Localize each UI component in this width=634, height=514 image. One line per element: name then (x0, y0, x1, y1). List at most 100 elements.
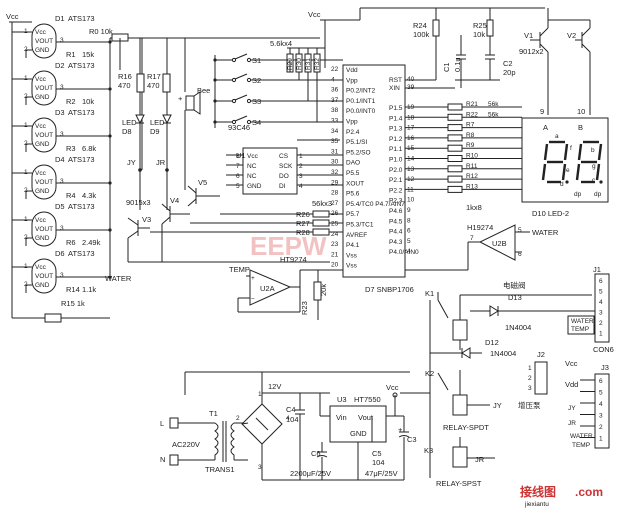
t1-label: T1 (209, 409, 218, 418)
mcu-left-pin-num: 20 (331, 262, 339, 269)
sensor-pin-label: Vcc (35, 123, 47, 130)
c6-label: C6 (311, 449, 321, 458)
sensor-ref: D6 (55, 249, 65, 258)
sensor-res-value: 1.1k (82, 285, 96, 294)
bridge-pin3: 3 (258, 464, 262, 471)
j1-pin: 4 (599, 299, 603, 306)
d8-label: D8 (122, 127, 132, 136)
u1-right-pin: CS (279, 153, 289, 160)
j1-pin: 2 (599, 320, 603, 327)
mcu-left-pin-num: 28 (331, 190, 339, 197)
mcu-right-pin: P4.4 (389, 229, 403, 236)
sensor-part: ATS173 (68, 249, 95, 258)
sensor-body (31, 23, 57, 59)
sensor-pin-label: GND (35, 47, 50, 54)
sensor-body (31, 258, 57, 294)
mcu-right-pin: P2.1 (389, 177, 403, 184)
c4-label: C4 (286, 405, 296, 414)
c6-value: 2200μF/25V (290, 469, 331, 478)
sensor-part: ATS173 (68, 61, 95, 70)
mcu-left-pin-num: 35 (331, 138, 339, 145)
mcu-left-pin-num: 31 (331, 148, 339, 155)
r17-value: 470 (147, 81, 160, 90)
u3-vout: Vout (358, 413, 374, 422)
r24-label: R24 (413, 21, 427, 30)
j1-pin: 5 (599, 289, 603, 296)
mcu-right-pin: P1.5 (389, 105, 403, 112)
u1-left-pin: NC (247, 163, 257, 170)
u1-right-pin: DI (279, 183, 286, 190)
mcu-left-pin: P0.0/INT0 (346, 108, 376, 115)
sensor-body (31, 164, 57, 200)
water-label-left: WATER (105, 274, 132, 283)
mcu-left-pin: DAO (346, 160, 360, 167)
trans1-label: TRANS1 (205, 465, 235, 474)
sensor-res-value: 4.3k (82, 191, 96, 200)
u1-right-pin-num: 4 (299, 183, 303, 190)
mcu-right-pin-num: 4 (407, 248, 411, 255)
mcu-left-pin-num: 32 (331, 169, 339, 176)
mcu-left-pin-num: 21 (331, 251, 339, 258)
c5-value: 104 (372, 458, 385, 467)
sensor-part: ATS173 (68, 202, 95, 211)
u3-label: U3 (337, 395, 347, 404)
sensor-part: ATS173 (68, 108, 95, 117)
sensor-pin-label: GND (35, 94, 50, 101)
relay2-label: RELAY-SPST (436, 479, 482, 488)
mcu-left-pin-num: 25 (331, 221, 339, 228)
seg-letter: f (570, 145, 572, 152)
water-label-right: WATER (532, 228, 559, 237)
r24-value: 100k (413, 30, 430, 39)
v12-label: 12V (268, 382, 281, 391)
jr2-label: JR (475, 455, 485, 464)
sensor-pin-label: VOUT (35, 273, 53, 280)
mcu-right-pin: P2.2 (389, 187, 403, 194)
led-driver-section: R16 470 R17 470 LED D8 LED D9 JY JR Bee … (118, 37, 330, 263)
j1-label: J1 (593, 265, 601, 274)
bridge-pin4: 4 (286, 415, 290, 422)
sensor-ref: D3 (55, 108, 65, 117)
mcu-left-pin: Vss (346, 263, 358, 270)
v5-label: V5 (198, 178, 207, 187)
sensor-ref: D2 (55, 61, 65, 70)
valve-label: 电磁阀 (503, 280, 526, 290)
u2b-label: U2B (492, 239, 507, 248)
svg-text:+: + (178, 94, 183, 103)
rnet-5k6: 5.6kx4 (270, 39, 292, 48)
mcu-d7: Vcc Vdd22Vpp4P0.2/INT236P0.1/INT137P0.0/… (308, 7, 545, 294)
v2-label: V2 (567, 31, 576, 40)
c3-value: 47μF/25V (365, 469, 398, 478)
u1-name-label: 93C46 (228, 123, 250, 132)
c4-value: 104 (286, 415, 299, 424)
seg-res-label: R8 (466, 132, 475, 139)
rnet-label: R30 (296, 58, 303, 70)
vcc-label-left: Vcc (6, 12, 19, 21)
mcu-right-pin-num: 6 (407, 228, 411, 235)
v1-label: V1 (524, 31, 533, 40)
u1-left-pin-num: 7 (236, 163, 240, 170)
seg-res-label: R10 (466, 153, 478, 160)
seg-res-label: R21 (466, 101, 478, 108)
u2a-label: U2A (260, 284, 275, 293)
sensor-res-label: R2 (66, 97, 76, 106)
d13-value: 1N4004 (505, 323, 531, 332)
mcu-right-pin: P1.0 (389, 157, 403, 164)
mcu-right-pin: P4.0/AIN0 (389, 249, 419, 256)
c5-label: C5 (372, 449, 382, 458)
mcu-left-pin-num: 38 (331, 107, 339, 114)
r23-label: R23 (300, 301, 309, 315)
c3-plus: + (398, 425, 403, 434)
j3-temp: TEMP (572, 442, 590, 449)
j3-jy: JY (568, 405, 576, 412)
sensor-res-label: R6 (66, 238, 76, 247)
sensor-pin-num: 3 (60, 178, 64, 185)
ac-l: L (160, 419, 164, 428)
seg-res-label: R13 (466, 183, 478, 190)
mcu-right-pin: P1.1 (389, 146, 403, 153)
sensor-pin-label: GND (35, 282, 50, 289)
seg-res-label: R12 (466, 173, 478, 180)
